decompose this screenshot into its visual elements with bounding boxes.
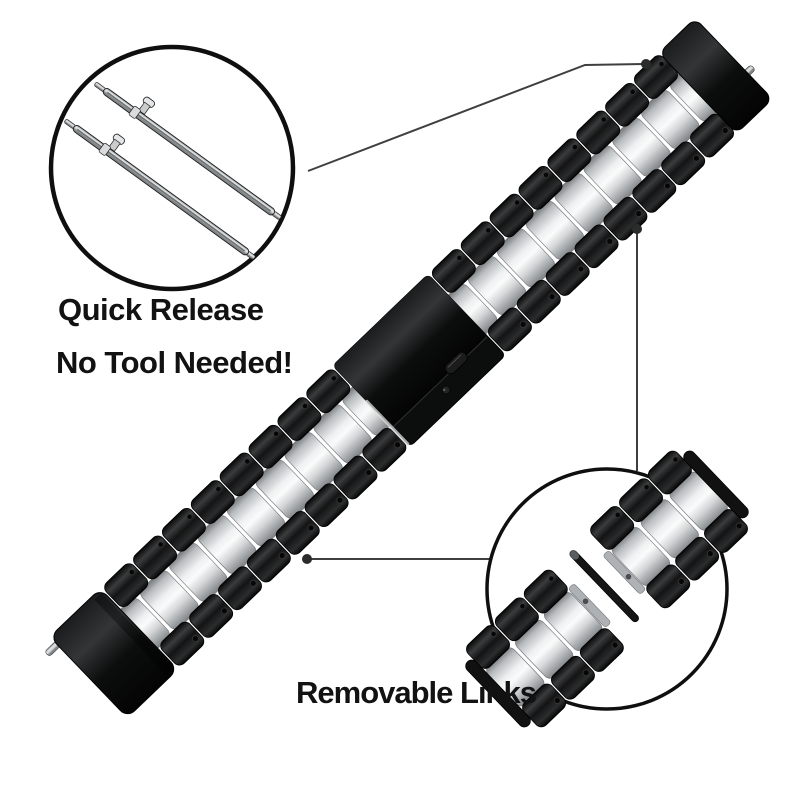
connector-dot-top bbox=[641, 59, 651, 69]
quick-release-callout-circle bbox=[48, 44, 296, 292]
link-removal-pin bbox=[569, 550, 639, 623]
connector-dot-left bbox=[302, 554, 312, 564]
connector-dot-right bbox=[632, 224, 642, 234]
quick-release-pins-illustration bbox=[64, 82, 282, 260]
callout-connectors bbox=[307, 63, 647, 560]
detached-link-segment bbox=[463, 566, 627, 731]
detached-link-segment bbox=[587, 447, 751, 612]
band-end-link-right bbox=[662, 21, 770, 131]
spring-bar-pin bbox=[94, 82, 282, 220]
watch-band-photo bbox=[45, 21, 770, 715]
band-end-link-left bbox=[53, 592, 175, 715]
removable-links-illustration bbox=[463, 447, 751, 731]
removable-links-caption: Removable Links bbox=[296, 675, 537, 710]
band-center-links-lower bbox=[108, 373, 404, 660]
deployant-clasp bbox=[334, 275, 504, 446]
quick-release-caption-line2: No Tool Needed! bbox=[56, 345, 293, 380]
band-center-links-upper bbox=[436, 59, 732, 346]
spring-bar-pin bbox=[64, 119, 256, 260]
quick-release-caption-line1: Quick Release bbox=[58, 292, 264, 327]
connector-quick-release bbox=[307, 63, 647, 172]
